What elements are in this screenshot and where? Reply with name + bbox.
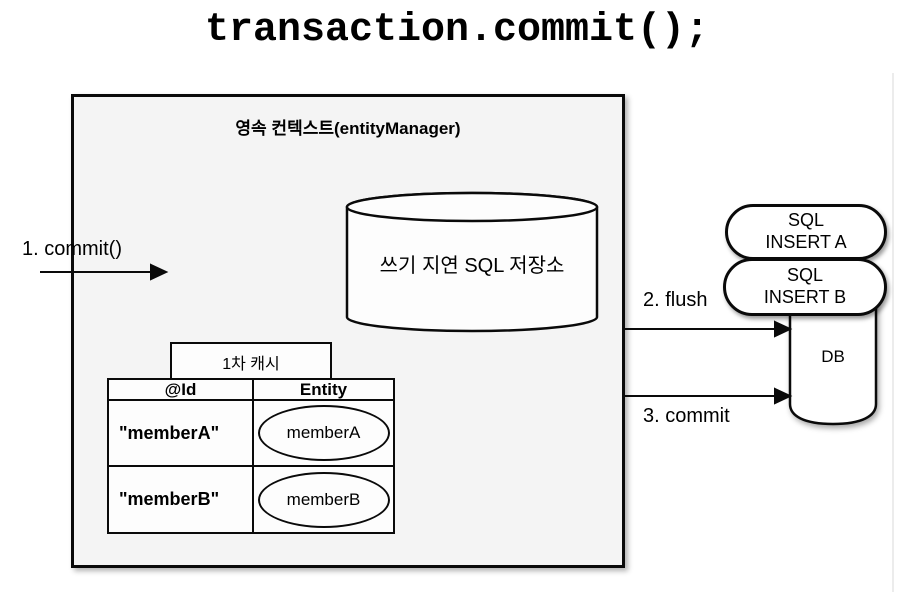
entity-label: memberA bbox=[286, 423, 361, 442]
sql-insert-a-line2: INSERT A bbox=[765, 232, 847, 252]
first-level-cache-table: @Id Entity "memberA" memberA "memberB" m… bbox=[107, 378, 395, 534]
first-level-cache-label: 1차 캐시 bbox=[222, 355, 280, 373]
sql-insert-b-bubble: SQL INSERT B bbox=[723, 258, 887, 316]
sql-store-label: 쓰기 지연 SQL 저장소 bbox=[379, 255, 565, 277]
db-cylinder bbox=[788, 302, 878, 426]
db-label: DB bbox=[821, 347, 845, 366]
sql-insert-b-line2: INSERT B bbox=[763, 287, 847, 307]
table-row-entity: memberB bbox=[254, 467, 393, 532]
commit-in-label: 1. commit() bbox=[22, 238, 122, 260]
sql-insert-a-line1: SQL bbox=[787, 210, 825, 231]
persistence-context-label: 영속 컨텍스트(entityManager) bbox=[235, 119, 461, 138]
slide-edge-line bbox=[892, 73, 894, 592]
column-header-entity: Entity bbox=[254, 380, 393, 401]
sql-store-cylinder bbox=[345, 191, 599, 333]
sql-insert-b-line1: SQL bbox=[786, 265, 824, 286]
entity-ellipse: memberA bbox=[257, 405, 390, 461]
commit-out-label: 3. commit bbox=[643, 405, 730, 427]
entity-ellipse: memberB bbox=[257, 471, 390, 528]
table-row-id: "memberB" bbox=[109, 467, 254, 532]
first-level-cache-tab: 1차 캐시 bbox=[170, 342, 332, 381]
table-row-entity: memberA bbox=[254, 401, 393, 467]
flush-label: 2. flush bbox=[643, 289, 708, 311]
table-row-id: "memberA" bbox=[109, 401, 254, 467]
page-title: transaction.commit(); bbox=[204, 8, 710, 53]
sql-insert-a-bubble: SQL INSERT A bbox=[725, 204, 887, 260]
entity-label: memberB bbox=[286, 489, 361, 509]
column-header-id: @Id bbox=[109, 380, 254, 401]
